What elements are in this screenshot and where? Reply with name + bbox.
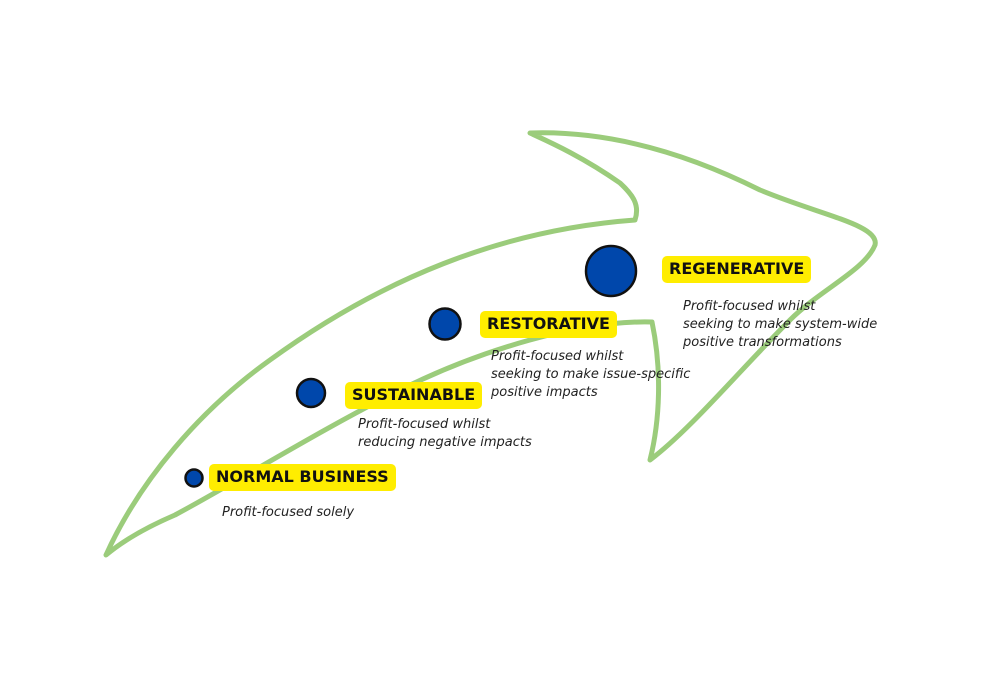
stage-label-restorative: RESTORATIVE <box>480 311 617 338</box>
stage-dot-normal-business <box>184 468 204 488</box>
stage-label-regenerative: REGENERATIVE <box>662 256 812 283</box>
stage-description-normal-business: Profit-focused solely <box>222 505 355 520</box>
stage-dot-sustainable <box>295 377 327 409</box>
stage-description-restorative: Profit-focused whilst seeking to make is… <box>491 349 691 400</box>
stage-label-sustainable: SUSTAINABLE <box>345 382 483 409</box>
stage-dot-restorative <box>428 307 462 341</box>
stage-dot-regenerative <box>584 244 638 298</box>
stage-description-regenerative: Profit-focused whilst seeking to make sy… <box>683 299 878 350</box>
stage-description-sustainable: Profit-focused whilst reducing negative … <box>358 417 532 450</box>
stage-label-normal-business: NORMAL BUSINESS <box>209 464 396 491</box>
